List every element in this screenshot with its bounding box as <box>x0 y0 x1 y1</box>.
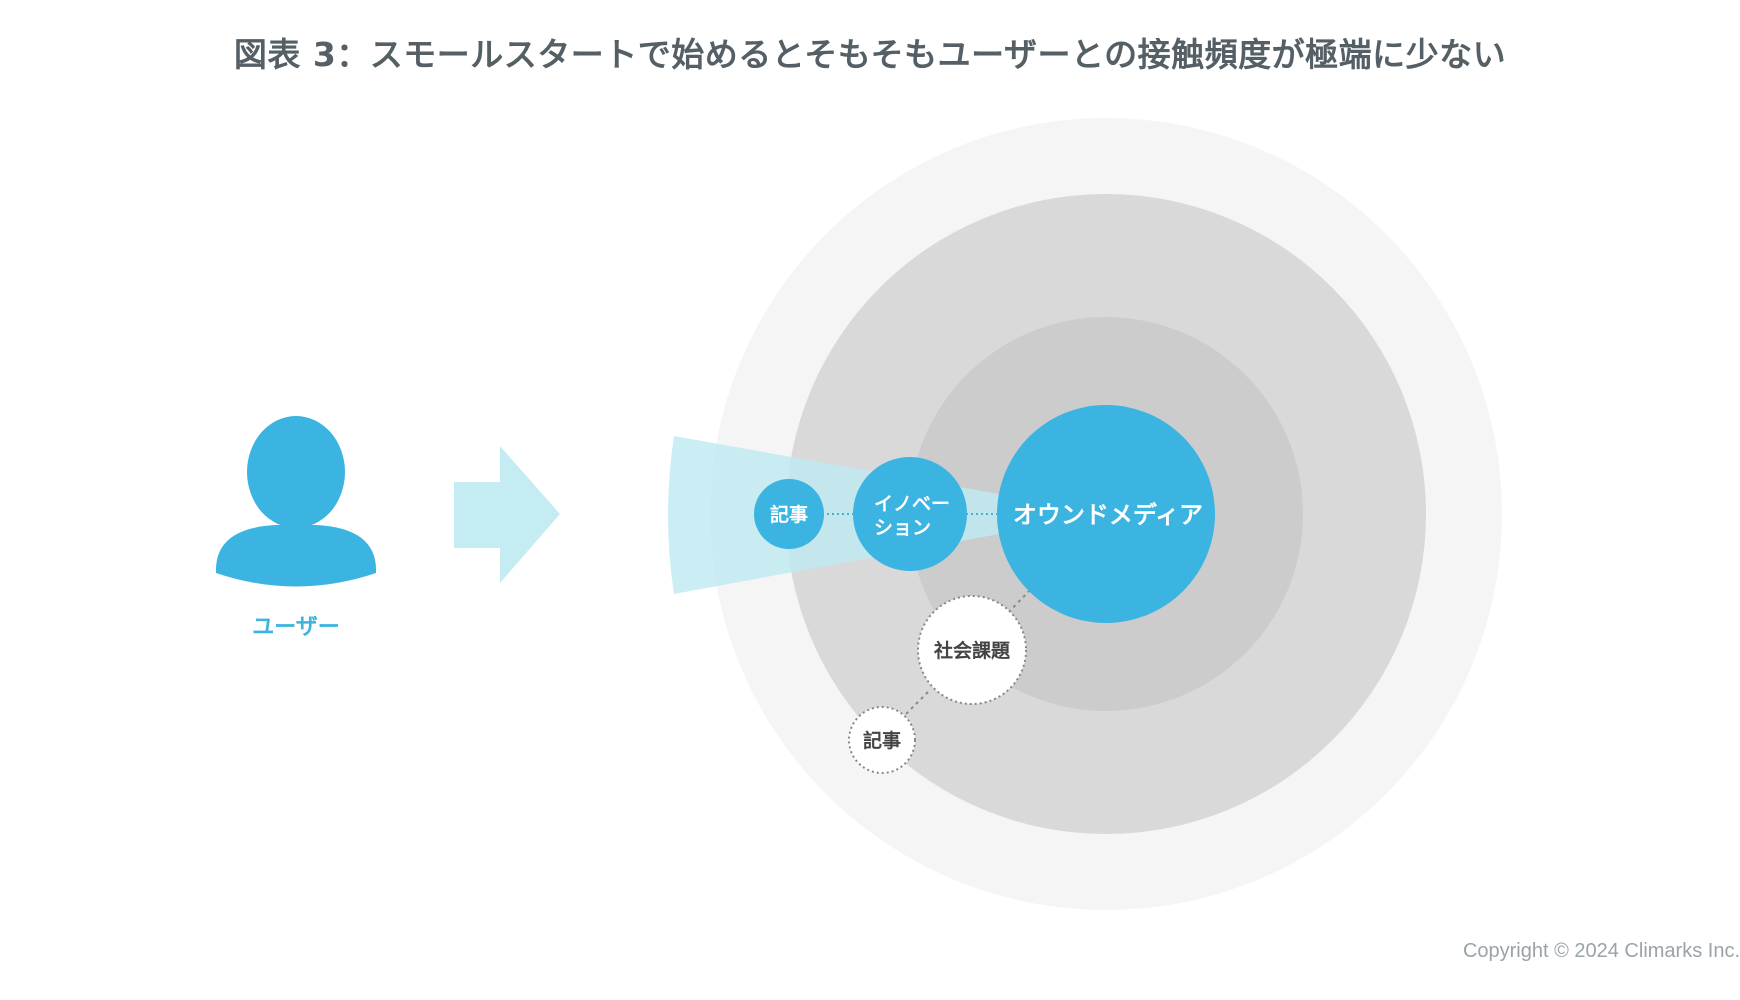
right-arrow-icon <box>454 446 560 583</box>
innovation-label-line2: ション <box>874 517 931 539</box>
social-issue-label: 社会課題 <box>933 639 1011 662</box>
social-issue-node <box>917 595 1027 705</box>
user-label: ユーザー <box>252 615 340 640</box>
innovation-label-line1: イノベー <box>874 493 950 515</box>
page-title: 図表 3：スモールスタートで始めるとそもそもユーザーとの接触頻度が極端に少ない <box>233 35 1507 74</box>
person-icon <box>215 416 377 587</box>
owned-media-node <box>997 405 1215 623</box>
innovation-node <box>853 457 967 571</box>
copyright-text: Copyright © 2024 Climarks Inc. <box>1462 940 1740 962</box>
owned-media-label: オウンドメディア <box>1013 501 1203 529</box>
article-label-blue: 記事 <box>770 503 808 526</box>
article-node-blue <box>754 479 824 549</box>
article-node-white <box>848 706 916 774</box>
article-label-white: 記事 <box>863 729 901 752</box>
